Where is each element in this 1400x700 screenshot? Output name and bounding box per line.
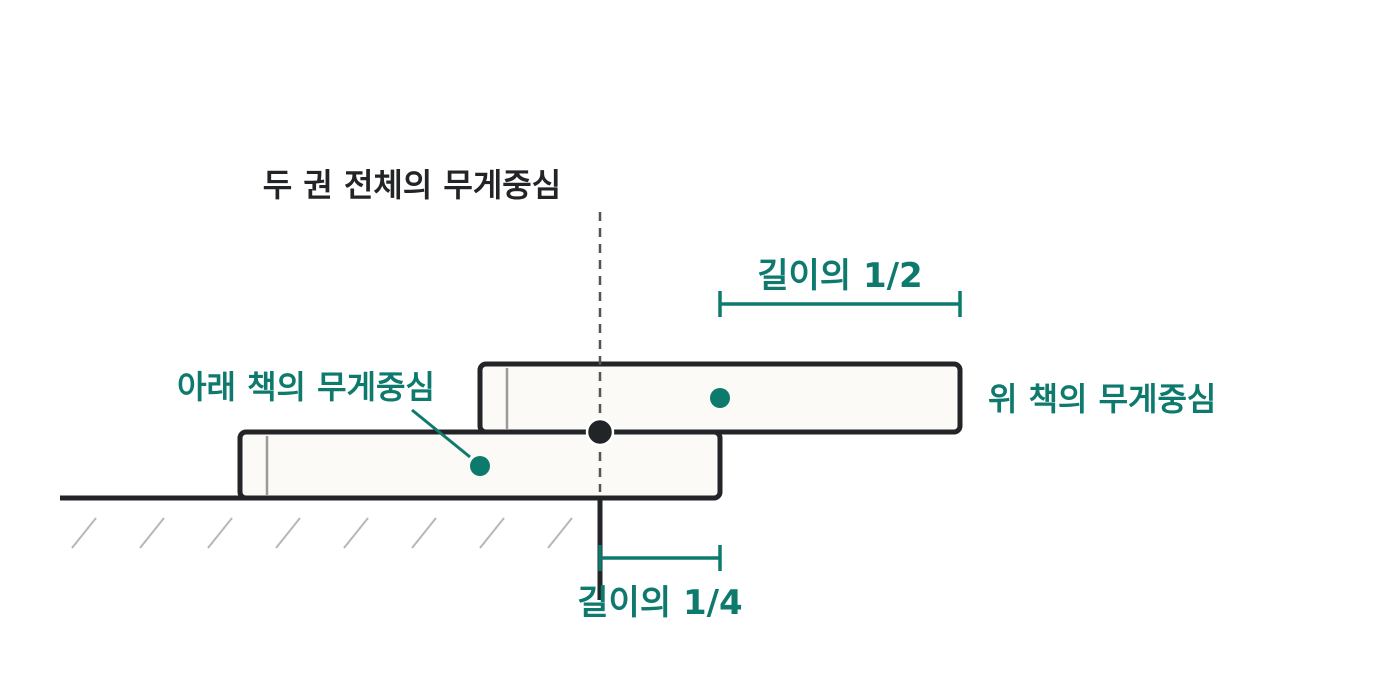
upper-book-center-dot — [710, 388, 730, 408]
quarter-length-label: 길이의 1/4 — [577, 583, 742, 623]
half-length-label: 길이의 1/2 — [757, 256, 922, 296]
half-length-bracket — [718, 291, 962, 317]
combined-center-label: 두 권 전체의 무게중심 — [263, 166, 561, 204]
quarter-length-bracket — [598, 545, 722, 571]
combined-center-dot — [585, 417, 615, 447]
lower-center-leader-line — [411, 408, 471, 459]
lower-center-label: 아래 책의 무게중심 — [177, 368, 435, 406]
lower-book-center-dot — [470, 456, 490, 476]
upper-center-label: 위 책의 무게중심 — [988, 380, 1216, 418]
table-hatching — [71, 517, 573, 549]
